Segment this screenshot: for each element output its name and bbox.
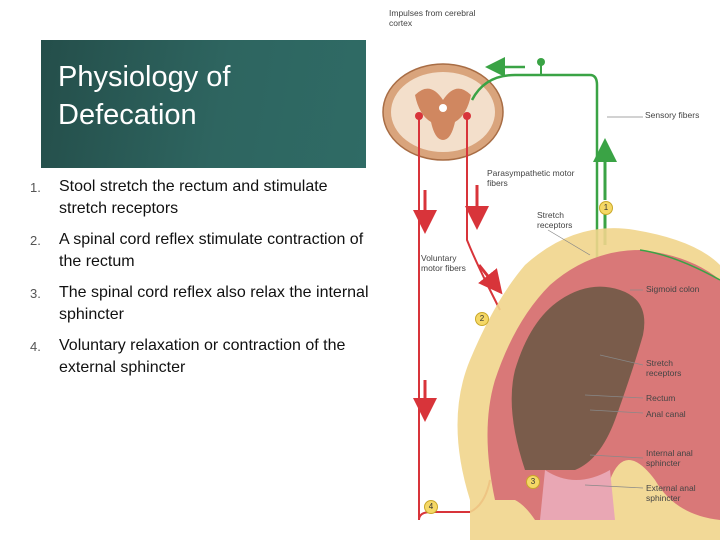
step-item: 1. Stool stretch the rectum and stimulate… <box>30 176 370 220</box>
label-external-sphincter: External anal sphincter <box>646 483 711 503</box>
step-number: 2. <box>30 230 41 252</box>
label-sensory-fibers: Sensory fibers <box>645 110 715 120</box>
step-text: Voluntary relaxation or contraction of t… <box>59 337 345 376</box>
step-text: A spinal cord reflex stimulate contracti… <box>59 231 363 270</box>
label-parasympathetic: Parasympathetic motor fibers <box>487 168 577 188</box>
label-rectum: Rectum <box>646 393 706 403</box>
step-item: 3. The spinal cord reflex also relax the … <box>30 282 370 326</box>
step-number: 4. <box>30 336 41 358</box>
slide-title: Physiology of Defecation <box>58 58 231 134</box>
step-number: 1. <box>30 177 41 199</box>
step-text: The spinal cord reflex also relax the in… <box>59 284 369 323</box>
label-anal-canal: Anal canal <box>646 409 706 419</box>
label-sigmoid-colon: Sigmoid colon <box>646 284 706 294</box>
steps-list: 1. Stool stretch the rectum and stimulate… <box>30 176 370 388</box>
step-badge-3: 3 <box>526 475 540 489</box>
label-stretch-receptors-bottom: Stretch receptors <box>646 358 706 378</box>
title-banner: Physiology of Defecation <box>41 40 366 168</box>
label-voluntary-motor: Voluntary motor fibers <box>421 253 471 273</box>
step-text: Stool stretch the rectum and stimulate s… <box>59 178 328 217</box>
label-internal-sphincter: Internal anal sphincter <box>646 448 711 468</box>
step-item: 2. A spinal cord reflex stimulate contrac… <box>30 229 370 273</box>
label-stretch-receptors-top: Stretch receptors <box>537 210 597 230</box>
label-impulses: Impulses from cerebral cortex <box>389 8 479 28</box>
spinal-cord-icon <box>383 64 503 160</box>
step-number: 3. <box>30 283 41 305</box>
step-badge-1: 1 <box>599 201 613 215</box>
step-badge-2: 2 <box>475 312 489 326</box>
step-badge-4: 4 <box>424 500 438 514</box>
defecation-reflex-figure: Impulses from cerebral cortex Sensory fi… <box>375 0 720 540</box>
step-item: 4. Voluntary relaxation or contraction of… <box>30 335 370 379</box>
